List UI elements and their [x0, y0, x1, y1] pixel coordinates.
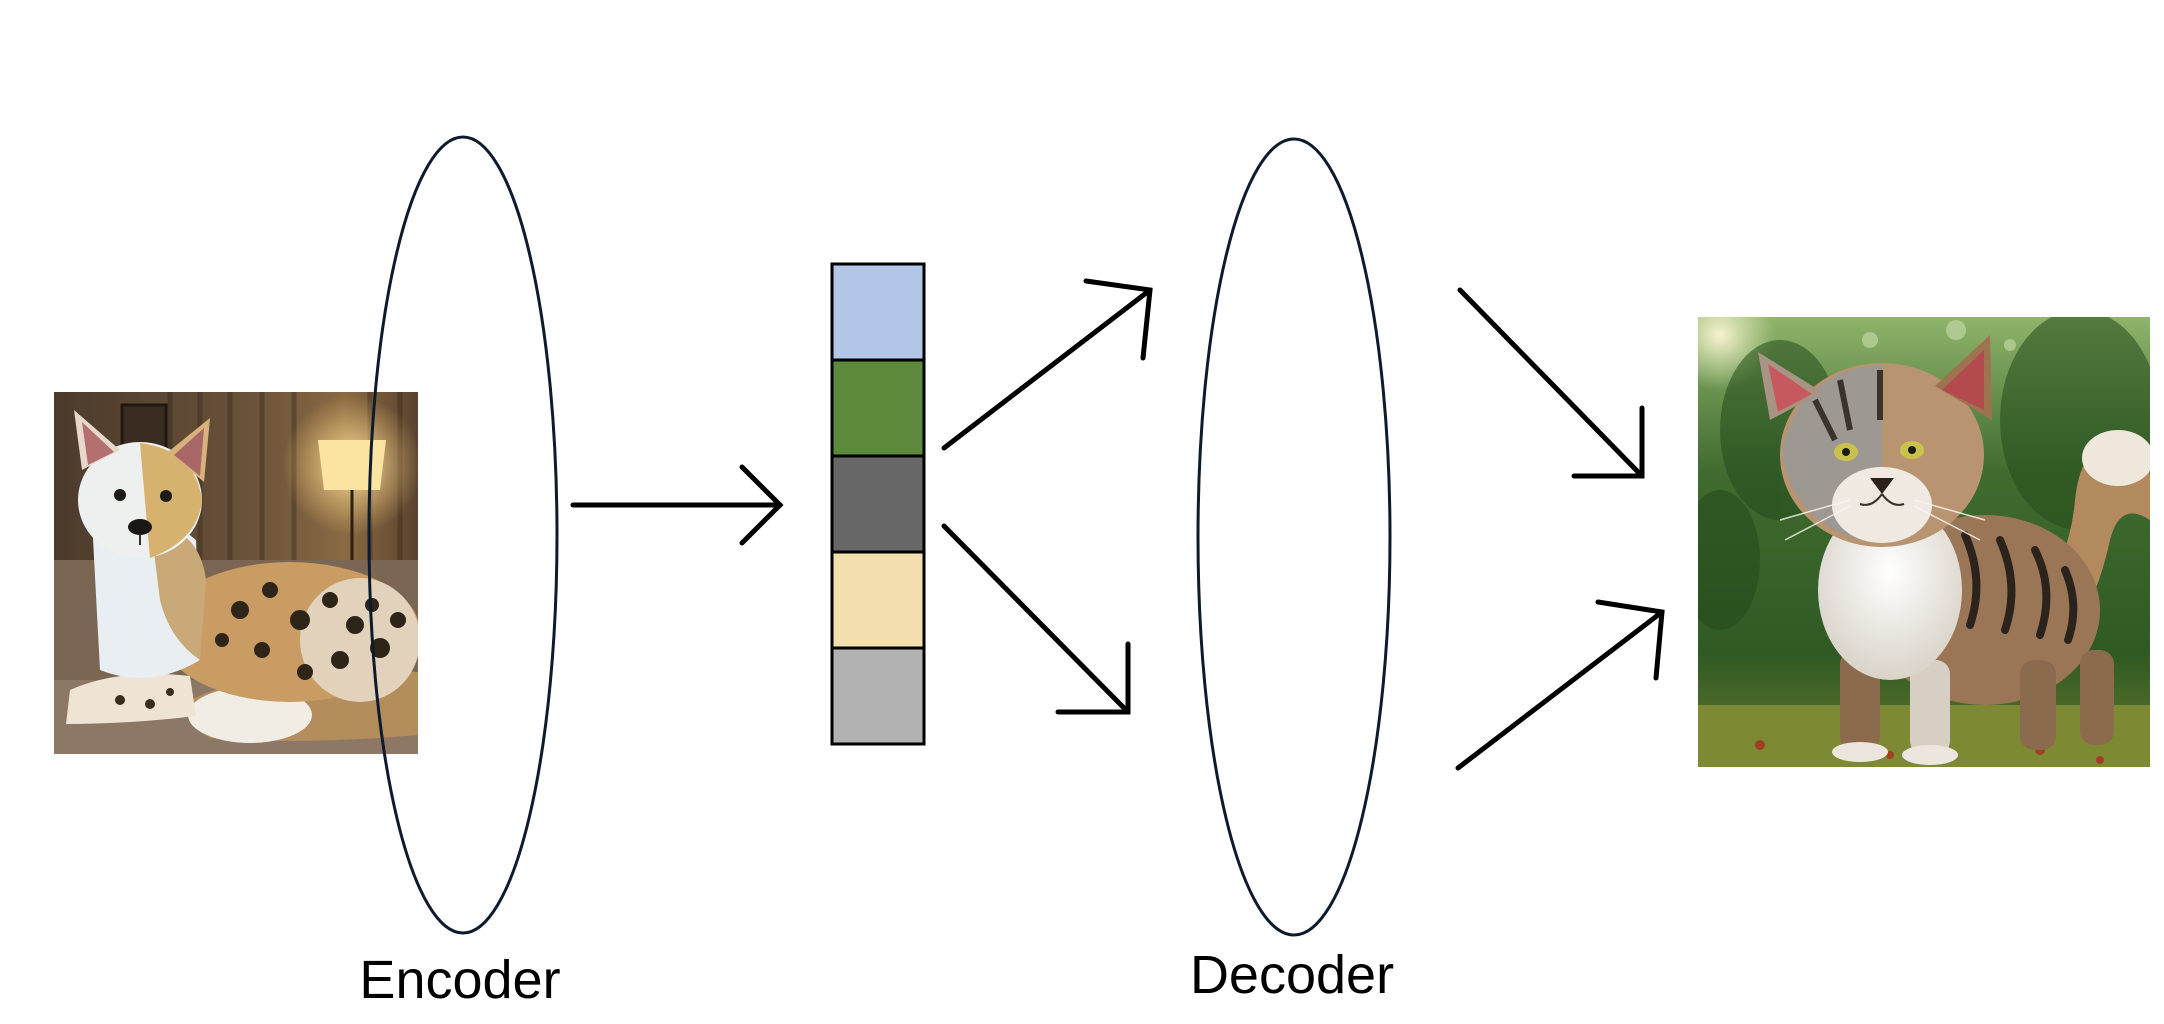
latent-cell-1 — [830, 262, 926, 362]
arrow-latent-to-decoder-lower — [941, 523, 1131, 715]
latent-cell-2 — [830, 358, 926, 458]
arrow-encoder-to-latent — [570, 464, 784, 546]
input-image — [54, 392, 418, 754]
arrow-decoder-to-output-lower — [1455, 599, 1665, 771]
decoder-ellipse — [1196, 137, 1392, 937]
arrow-latent-to-decoder-upper — [941, 278, 1153, 451]
encoder-label: Encoder — [359, 950, 560, 1010]
latent-cell-5 — [830, 646, 926, 746]
latent-cell-4 — [830, 550, 926, 650]
latent-vector — [830, 262, 926, 746]
output-image — [1698, 317, 2150, 767]
latent-cell-3 — [830, 454, 926, 554]
encoder-ellipse — [367, 135, 559, 935]
decoder-label: Decoder — [1190, 945, 1394, 1005]
arrow-decoder-to-output-upper — [1457, 287, 1645, 479]
